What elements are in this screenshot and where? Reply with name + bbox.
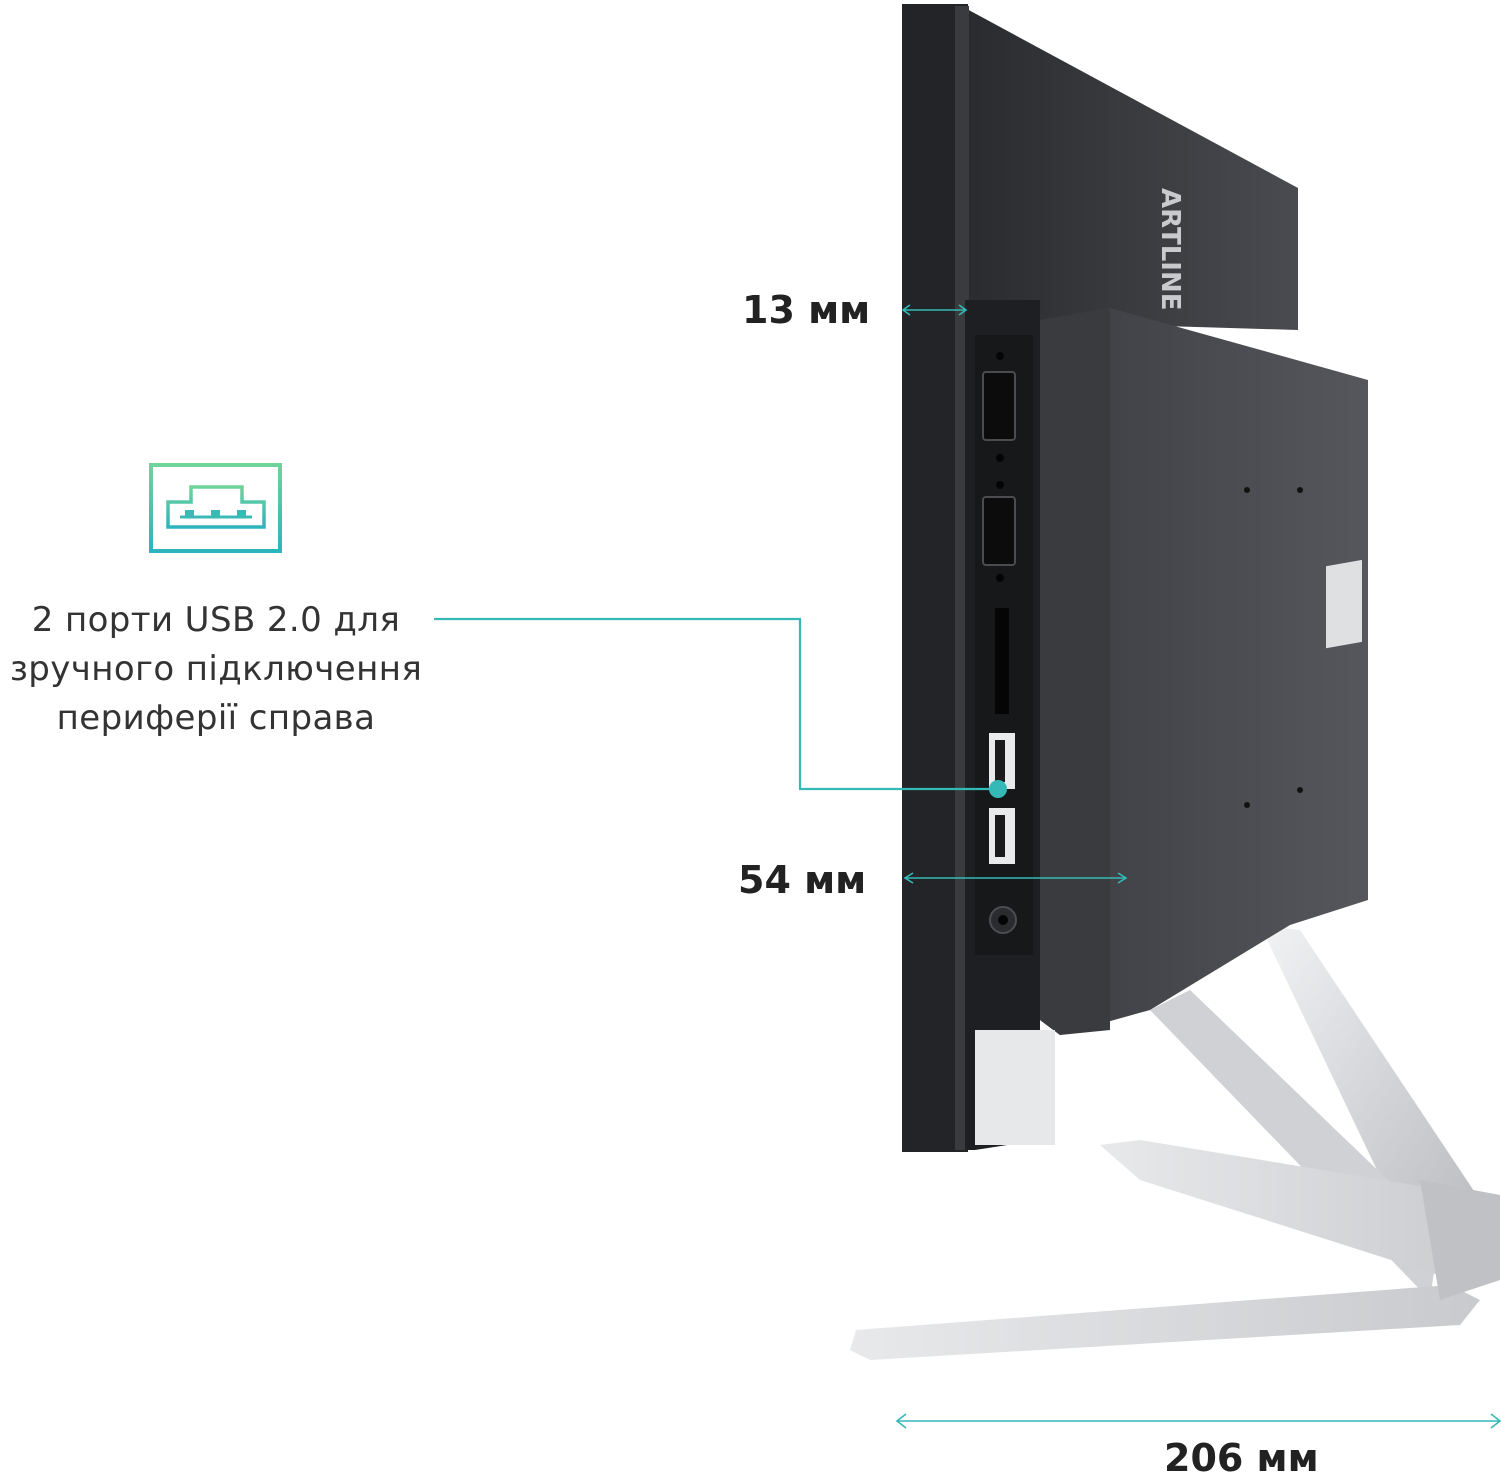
brand-logo-text: ARTLINE	[1155, 188, 1185, 310]
usb-port-icon	[149, 463, 282, 553]
io-panel	[975, 335, 1055, 1145]
dimension-arrows	[895, 304, 1502, 1429]
callout-line	[434, 617, 1007, 798]
stand	[850, 925, 1500, 1360]
product-label-sticker	[975, 1030, 1055, 1145]
card-reader-slot	[995, 608, 1009, 714]
caption-line-3: периферії справа	[56, 698, 376, 738]
caption-line-2: зручного підключення	[9, 649, 423, 689]
caption-line-1: 2 порти USB 2.0 для	[31, 600, 401, 640]
screen-thickness-label: 13 мм	[742, 288, 871, 332]
feature-caption: 2 порти USB 2.0 для зручного підключення…	[0, 596, 432, 743]
brand-logo: ARTLINE	[1155, 188, 1185, 310]
body-thickness-label: 54 мм	[738, 858, 867, 902]
computer-body	[1040, 308, 1368, 1035]
stand-depth-label: 206 мм	[1164, 1436, 1319, 1480]
